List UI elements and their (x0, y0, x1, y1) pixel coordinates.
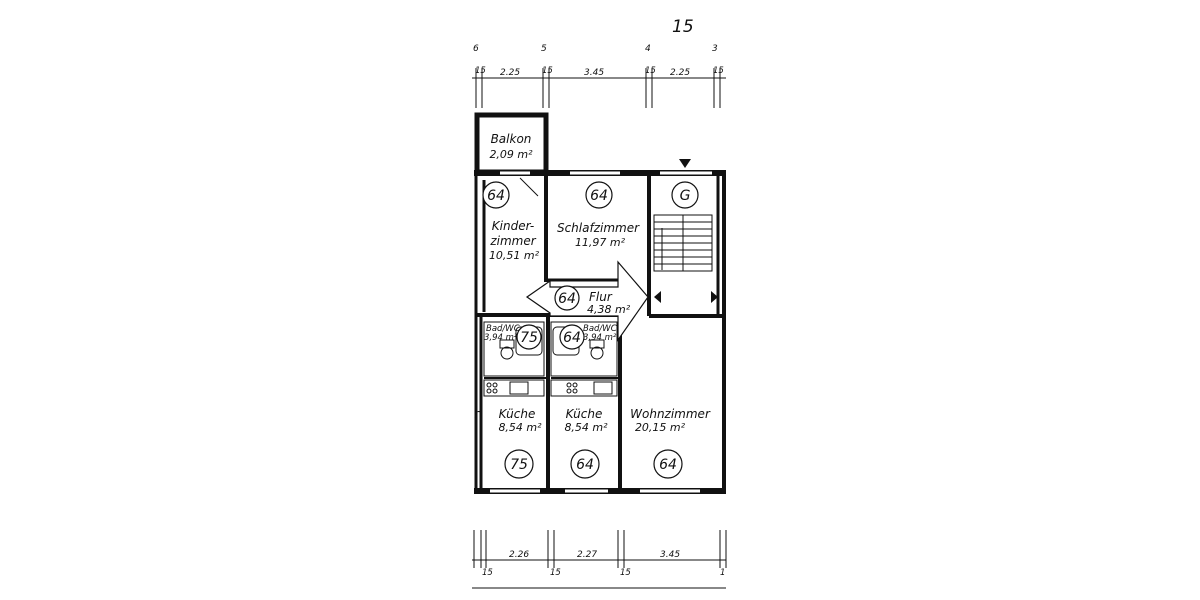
top-dim-wall-2: 15 (542, 66, 553, 76)
axis-label-5: 5 (541, 44, 547, 54)
code-kueche-left: 75 (510, 457, 528, 473)
bottom-dim-3: 3.45 (660, 550, 680, 560)
flur-corridor-arrow (525, 260, 649, 342)
top-dim-wall-4: 15 (713, 66, 724, 76)
room-area-schlaf: 11,97 m² (575, 236, 626, 249)
edge-room-fragment: r (474, 407, 480, 421)
code-circle-kueche-right (570, 449, 600, 479)
room-area-kinder: 10,51 m² (489, 249, 540, 262)
room-area-wohn: 20,15 m² (635, 421, 686, 434)
room-area-bad-right: 3,94 m² (583, 333, 617, 343)
top-dim-1: 2.25 (500, 68, 520, 78)
bottom-dim-1: 2.26 (509, 550, 529, 560)
bottom-dimension-chain (472, 530, 727, 589)
room-area-flur: 4,38 m² (587, 303, 631, 316)
bottom-tick-2: 15 (550, 568, 561, 578)
balcony-door-swing (519, 177, 539, 197)
door-arrow-left-icon (654, 291, 661, 303)
code-circle-bad-left (516, 324, 542, 350)
sheet-number: 15 (672, 17, 694, 37)
code-flur: 64 (558, 291, 576, 307)
room-name-bad-left: Bad/WC (486, 324, 520, 334)
room-name-flur: Flur (589, 290, 613, 304)
room-name-wohn: Wohnzimmer (630, 407, 711, 421)
top-dim-wall-1: 15 (475, 66, 486, 76)
code-schlaf: 64 (590, 188, 608, 204)
axis-label-3: 3 (712, 44, 718, 54)
top-dim-wall-3: 15 (645, 66, 656, 76)
staircase (653, 214, 713, 272)
code-circle-schlaf (585, 181, 613, 209)
door-markers (654, 159, 718, 303)
room-area-balkon: 2,09 m² (489, 148, 533, 161)
code-circle-stair (671, 181, 699, 209)
code-stair: G (680, 188, 691, 204)
bottom-dim-2: 2.27 (577, 550, 597, 560)
room-name-kinder-1: Kinder- (492, 219, 534, 233)
room-area-kueche-left: 8,54 m² (498, 421, 542, 434)
room-name-kueche-left: Küche (499, 407, 536, 421)
room-area-kueche-right: 8,54 m² (564, 421, 608, 434)
code-bad-right: 64 (563, 330, 581, 346)
axis-label-6: 6 (473, 44, 479, 54)
room-name-balkon: Balkon (491, 132, 532, 146)
bottom-tick-4: 1 (720, 568, 725, 578)
code-kinder: 64 (487, 188, 505, 204)
code-circle-wohn (653, 449, 683, 479)
room-name-kinder-2: zimmer (489, 234, 536, 248)
room-name-bad-right: Bad/WC (583, 324, 617, 334)
axis-label-4: 4 (645, 44, 651, 54)
top-dim-3: 2.25 (670, 68, 690, 78)
room-name-kueche-right: Küche (566, 407, 603, 421)
top-dimension-chain (472, 68, 726, 108)
bottom-tick-1: 15 (482, 568, 493, 578)
code-circle-bad-right (559, 324, 585, 350)
room-name-schlaf: Schlafzimmer (557, 221, 640, 235)
code-circle-flur (554, 285, 580, 311)
code-bad-left: 75 (520, 330, 538, 346)
code-wohn: 64 (659, 457, 677, 473)
bottom-tick-3: 15 (620, 568, 631, 578)
kitchen-counters (483, 379, 618, 397)
code-circle-kueche-left (504, 449, 534, 479)
code-circle-kinder (482, 181, 510, 209)
walls (474, 112, 726, 494)
entrance-marker-icon (679, 159, 691, 168)
code-kueche-right: 64 (576, 457, 594, 473)
top-dim-2: 3.45 (584, 68, 604, 78)
door-arrow-right-icon (711, 291, 718, 303)
room-area-bad-left: 3,94 m² (484, 333, 518, 343)
